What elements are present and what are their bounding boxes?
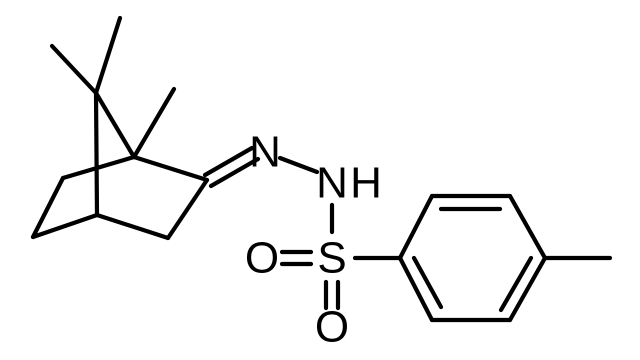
benzene-ring: [397, 193, 548, 323]
bond-bridgehead-to-c2: [131, 154, 210, 183]
bond-bridge-carbon-methyl-top: [93, 15, 123, 96]
benzene-inner-bond-right: [498, 255, 534, 313]
double-bond-s-o-bottom: [323, 279, 341, 311]
bond-bridge-carbon-to-back-bridgehead: [93, 90, 100, 218]
bond-n-n: [277, 155, 320, 175]
bond-bridgehead-to-bridge-carbon: [93, 90, 137, 160]
bond-ring-left-down: [30, 175, 66, 240]
bond-c3-to-c2: [165, 177, 210, 241]
bond-back-bridgehead-to-c3: [94, 212, 171, 241]
double-bond-s-o-left: [279, 249, 314, 267]
bond-bridge-carbon-methyl-left: [49, 43, 99, 96]
atom-label-hydrazone-n: N: [249, 128, 281, 177]
bond-bridgehead-methyl: [131, 86, 177, 160]
bond-ring-bottom: [30, 212, 100, 240]
double-bond-c-n: [202, 145, 261, 189]
atom-label-sulfonamide-h: H: [350, 159, 382, 208]
atom-label-sulfonamide-n: N: [316, 159, 348, 208]
atom-label-oxygen-left: O: [245, 234, 279, 283]
bond-bridgehead-to-ring-left: [60, 154, 137, 181]
bicyclic-skeleton: [30, 15, 210, 241]
benzene-inner-bond-left: [411, 255, 444, 310]
atom-label-sulfur: S: [317, 234, 346, 283]
atom-label-oxygen-bottom: O: [315, 303, 349, 352]
